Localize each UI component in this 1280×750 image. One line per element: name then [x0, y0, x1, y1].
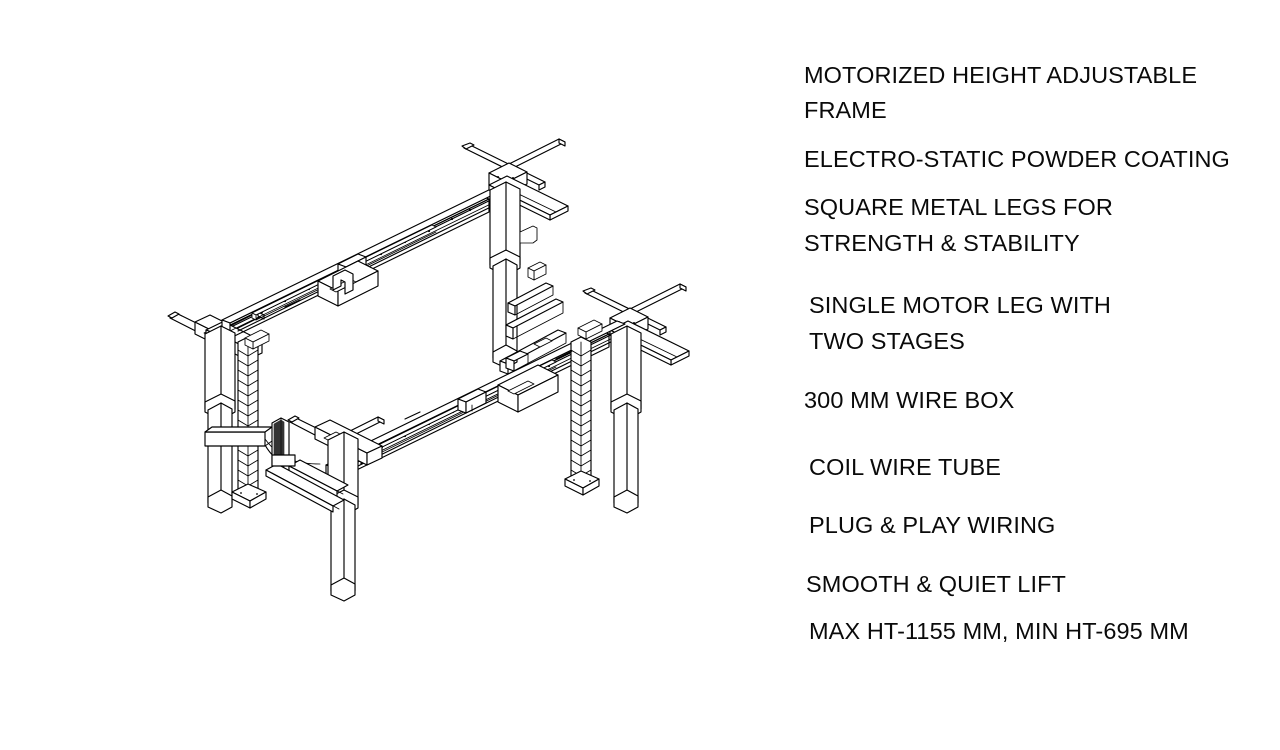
spec-coil-wire-tube: COIL WIRE TUBE [809, 454, 1002, 480]
station-link-lower [505, 350, 529, 372]
hardware-details [244, 261, 603, 350]
spec-square-legs-line1: SQUARE METAL LEGS FOR [804, 194, 1113, 220]
spec-wire-box: 300 MM WIRE BOX [804, 387, 1015, 413]
spec-plug-and-play-wiring: PLUG & PLAY WIRING [809, 512, 1056, 538]
control-box-front [497, 364, 559, 413]
link-rail-middle [507, 282, 554, 316]
spec-single-motor-leg-line1: SINGLE MOTOR LEG WITH [809, 292, 1111, 318]
leg-bracket-rear [519, 225, 538, 244]
telescopic-leg-front-center [327, 431, 359, 602]
desk-frame-isometric-drawing [167, 138, 690, 602]
telescopic-leg-rear [489, 181, 521, 369]
product-drawing-panel [167, 138, 690, 602]
coil-wire-tube-right [564, 336, 600, 496]
motor-shaft-details [284, 299, 573, 420]
connector-beam-center [505, 298, 564, 340]
spec-motorized-frame-line1: MOTORIZED HEIGHT ADJUSTABLE [804, 62, 1198, 88]
spec-height-range: MAX HT-1155 MM, MIN HT-695 MM [809, 618, 1189, 644]
spec-powder-coating: ELECTRO-STATIC POWDER COATING [804, 146, 1230, 172]
lower-crossbar [204, 417, 349, 513]
coil-wire-tube-left [231, 336, 267, 509]
beam-joint-front [457, 388, 487, 414]
drop-bracket-rear [332, 269, 354, 295]
spec-smooth-quiet-lift: SMOOTH & QUIET LIFT [806, 571, 1066, 597]
specification-list: MOTORIZED HEIGHT ADJUSTABLE FRAME ELECTR… [800, 0, 1270, 750]
telescopic-leg-left-rear [204, 325, 236, 514]
spec-single-motor-leg-line2: TWO STAGES [809, 328, 965, 354]
spec-square-legs-line2: STRENGTH & STABILITY [804, 230, 1080, 256]
telescopic-leg-right-front [610, 325, 642, 514]
spec-motorized-frame-line2: FRAME [804, 97, 887, 123]
